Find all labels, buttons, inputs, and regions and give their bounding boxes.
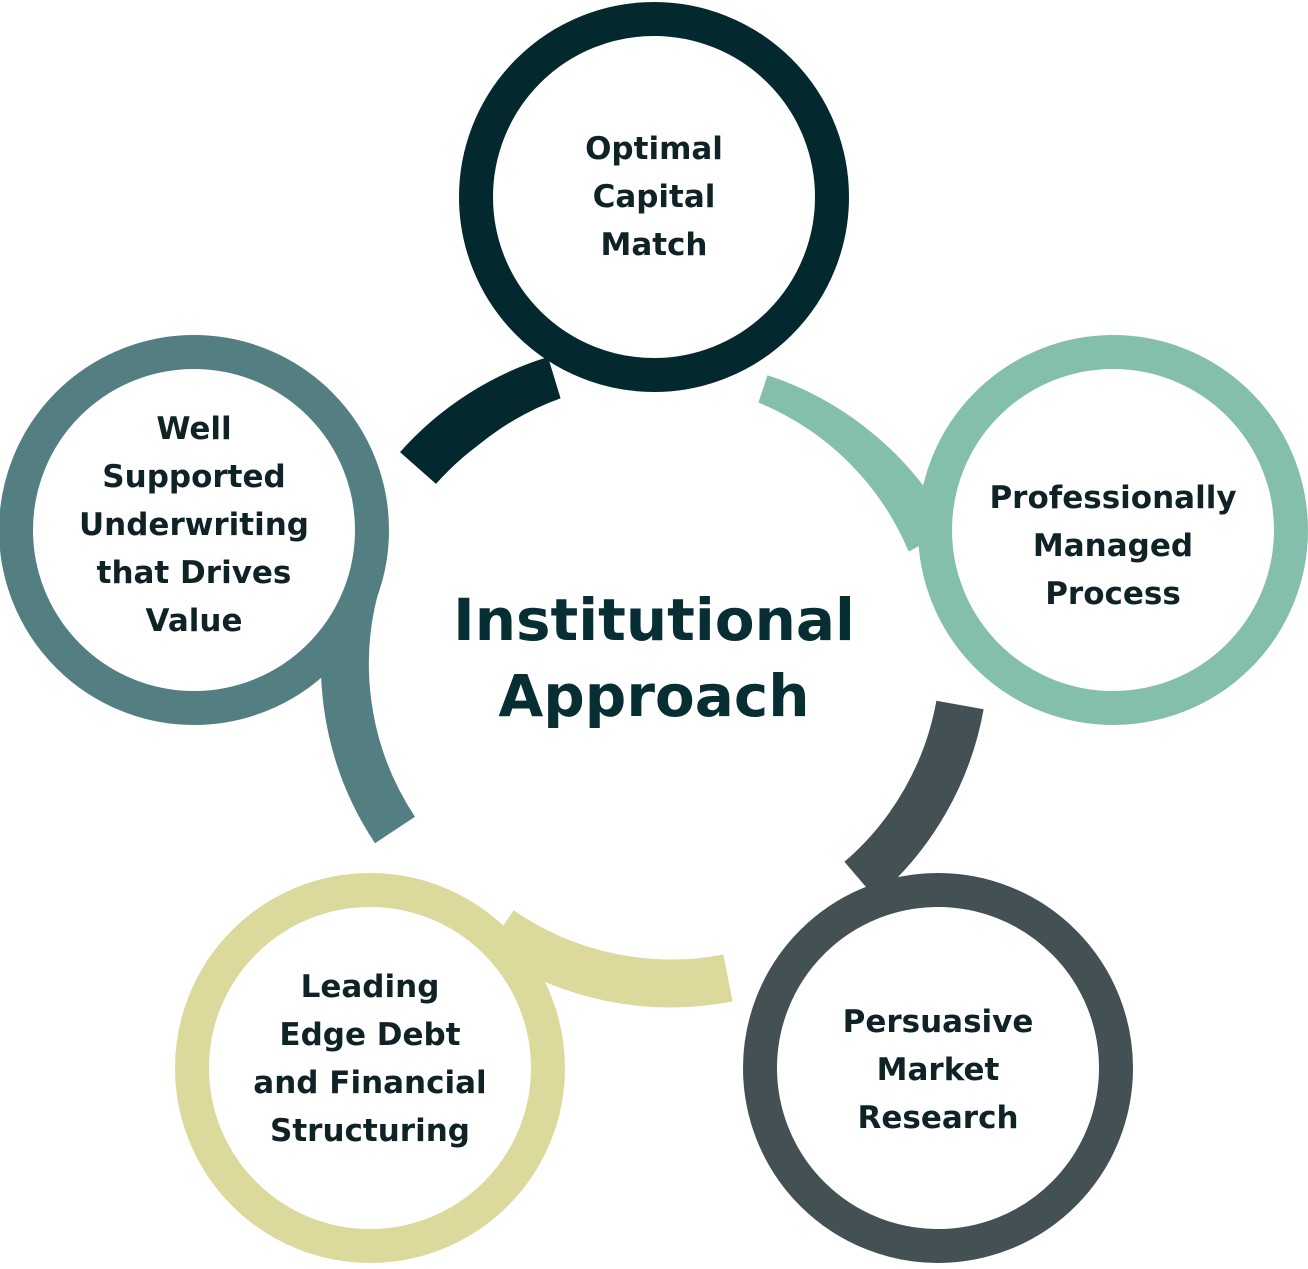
- connector-top: [400, 357, 563, 485]
- ring-bottom-left: [175, 873, 565, 1263]
- node-label-optimal-capital-match: Optimal Capital Match: [585, 131, 723, 263]
- ring-top: [459, 2, 849, 392]
- node-label-leading-edge-debt: Leading Edge Debt and Financial Structur…: [253, 969, 487, 1149]
- center-line-1: Institutional: [453, 586, 855, 654]
- node-label-professionally-managed-process: Professionally Managed Process: [989, 480, 1237, 612]
- center-label: Institutional Approach: [404, 578, 904, 738]
- ring-left: [0, 335, 389, 725]
- connector-bottom-left: [486, 910, 733, 1008]
- center-circle: [378, 382, 930, 934]
- ring-bottom-right: [743, 873, 1133, 1263]
- node-label-well-supported-underwriting: Well Supported Underwriting that Drives …: [78, 411, 309, 639]
- connector-bottom-right: [844, 700, 984, 899]
- connector-right: [752, 375, 952, 552]
- center-line-2: Approach: [498, 662, 810, 730]
- node-label-persuasive-market-research: Persuasive Market Research: [842, 1004, 1034, 1136]
- ring-right: [918, 335, 1308, 725]
